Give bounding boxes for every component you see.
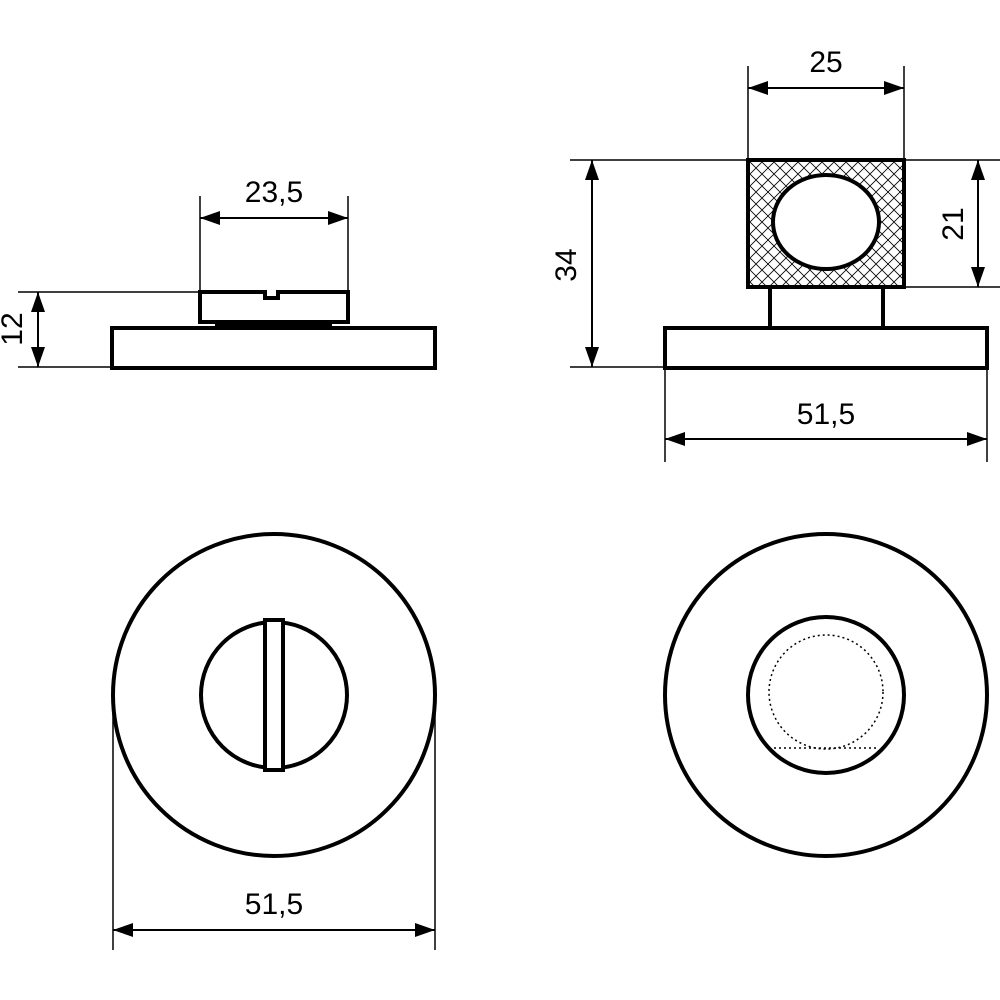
top-view-diameter-label: 51,5 — [245, 888, 303, 921]
front-view-total-height-dimension: 34 — [550, 159, 748, 368]
front-view-base-plate — [663, 326, 989, 370]
arrow-up-icon — [971, 160, 985, 180]
side-view-knob — [198, 290, 350, 324]
front-view-top-height-dimension: 21 — [904, 159, 1000, 288]
front-view: 25 34 21 51,5 — [550, 46, 1000, 462]
arrow-down-icon — [971, 267, 985, 287]
front-view-total-height-label: 34 — [550, 248, 583, 281]
arrow-right-icon — [884, 81, 904, 95]
top-view-knob-side: 51,5 — [111, 532, 437, 950]
arrow-up-icon — [31, 292, 45, 312]
arrow-right-icon — [967, 432, 987, 446]
top-view-indicator-side — [663, 532, 989, 858]
arrow-left-icon — [113, 923, 133, 937]
arrow-down-icon — [31, 347, 45, 367]
side-view-height-dimension: 12 — [0, 291, 200, 368]
side-view-width-dimension: 23,5 — [199, 176, 349, 292]
rosette-outer-circle — [663, 532, 989, 858]
indicator-dotted-circle — [768, 634, 884, 750]
arrow-right-icon — [328, 211, 348, 225]
front-view-base-width-label: 51,5 — [797, 398, 855, 431]
arrow-up-icon — [585, 160, 599, 180]
turn-knob-slot — [263, 618, 285, 772]
side-view-width-label: 23,5 — [245, 176, 303, 209]
front-view-knob-hole — [771, 173, 881, 271]
arrow-down-icon — [585, 347, 599, 367]
top-view-diameter-dimension: 51,5 — [112, 695, 436, 950]
front-view-top-height-label: 21 — [937, 207, 970, 240]
arrow-left-icon — [748, 81, 768, 95]
arrow-left-icon — [665, 432, 685, 446]
front-view-top-width-dimension: 25 — [747, 46, 905, 160]
arrow-right-icon — [415, 923, 435, 937]
front-view-base-width-dimension: 51,5 — [664, 368, 988, 462]
side-view: 23,5 12 — [0, 176, 437, 370]
front-view-top-width-label: 25 — [809, 46, 842, 79]
arrow-left-icon — [200, 211, 220, 225]
indicator-outer-circle — [746, 615, 906, 775]
side-view-base-plate — [110, 326, 437, 370]
side-view-height-label: 12 — [0, 312, 29, 345]
